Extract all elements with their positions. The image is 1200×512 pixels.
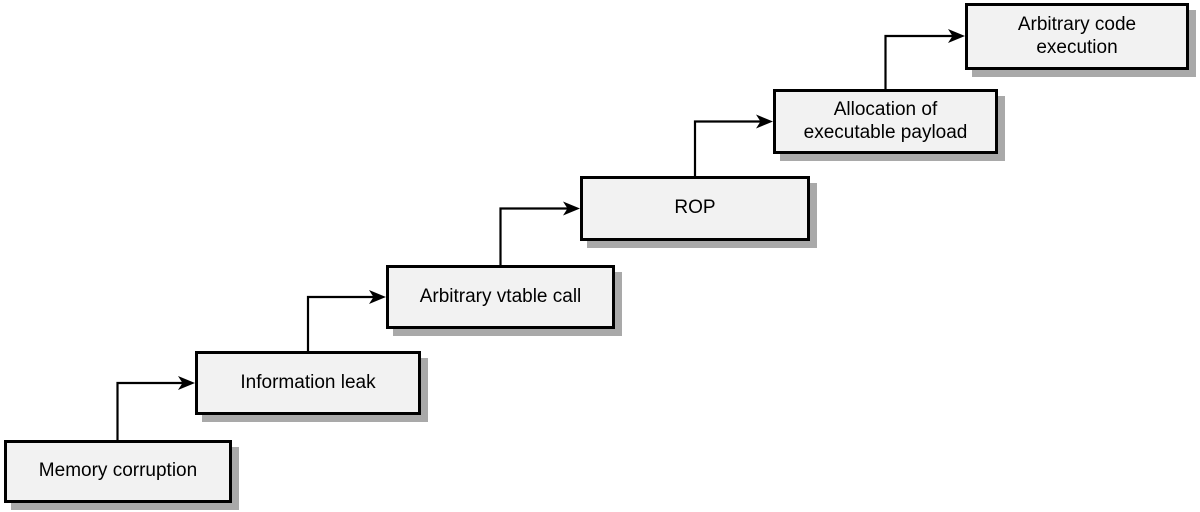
node-memory-corruption: Memory corruption <box>4 440 232 503</box>
connector-information-leak-to-arbitrary-vtable-call <box>306 290 386 351</box>
node-rop: ROP <box>580 176 810 241</box>
node-information-leak: Information leak <box>195 351 421 415</box>
connector-arbitrary-vtable-call-to-rop <box>499 201 580 265</box>
connector-rop-to-allocation-payload <box>693 114 773 176</box>
connector-memory-corruption-to-information-leak <box>116 376 195 440</box>
node-arbitrary-vtable-call: Arbitrary vtable call <box>386 265 615 329</box>
node-arbitrary-code-execution: Arbitrary code execution <box>965 3 1189 70</box>
connector-allocation-payload-to-arbitrary-code-exec <box>884 29 965 89</box>
arrowhead-icon <box>369 290 386 304</box>
arrowhead-icon <box>178 376 195 390</box>
arrowhead-icon <box>948 29 965 43</box>
arrowhead-icon <box>756 114 773 129</box>
arrowhead-icon <box>563 201 580 216</box>
node-allocation-executable-payload: Allocation of executable payload <box>773 89 998 154</box>
